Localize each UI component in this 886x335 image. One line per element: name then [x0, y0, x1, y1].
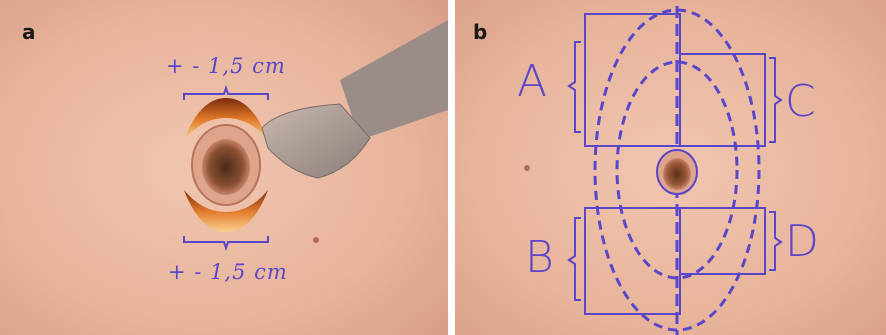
stoma-opening	[663, 158, 691, 190]
zone-label-d: D	[785, 216, 819, 267]
panel-a: a + - 1,5 cm + - 1,5 cm	[0, 0, 448, 335]
measurement-bottom-label: + - 1,5 cm	[168, 260, 288, 284]
zone-label-a: A	[517, 56, 547, 107]
skin-spot	[313, 237, 319, 243]
stoma-opening	[202, 139, 250, 195]
measurement-top-label: + - 1,5 cm	[166, 54, 286, 78]
panel-letter-a: a	[22, 20, 36, 44]
skin-spot	[524, 165, 530, 171]
panel-b-illustration	[455, 0, 886, 335]
panel-a-illustration	[0, 0, 448, 335]
panel-letter-b: b	[473, 20, 487, 44]
zone-label-c: C	[785, 76, 816, 127]
zone-label-b: B	[525, 232, 554, 283]
panel-b: b A B C D	[455, 0, 886, 335]
